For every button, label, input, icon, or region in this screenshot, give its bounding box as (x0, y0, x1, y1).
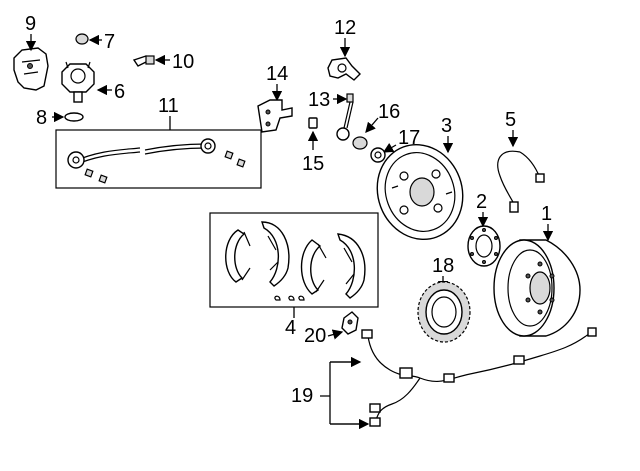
part-12-adjuster-lever[interactable] (327, 57, 361, 81)
part-20-sensor-bracket[interactable] (341, 311, 359, 335)
callout-6: 6 (114, 81, 125, 103)
part-17-retainer[interactable] (370, 147, 386, 163)
part-6-wheel-cylinder[interactable] (61, 61, 95, 103)
part-10-bleeder-screw[interactable] (132, 55, 155, 67)
part-15-pin[interactable] (308, 117, 318, 129)
callout-7: 7 (104, 31, 115, 53)
part-7-cap[interactable] (75, 33, 89, 45)
callout-2: 2 (476, 191, 487, 213)
callout-20: 20 (304, 325, 326, 347)
callout-10: 10 (172, 51, 194, 73)
callout-8: 8 (36, 107, 47, 129)
part-14-bracket[interactable] (257, 99, 293, 133)
callout-9: 9 (25, 13, 36, 35)
part-1-brake-drum[interactable] (493, 239, 581, 337)
callout-14: 14 (266, 63, 288, 85)
part-8-o-ring[interactable] (64, 112, 84, 122)
callout-18: 18 (432, 255, 454, 277)
part-4-brake-shoe-set[interactable] (209, 212, 379, 308)
callout-17: 17 (398, 127, 420, 149)
part-11-brake-line-kit[interactable] (55, 129, 262, 189)
part-13-cable-rod[interactable] (336, 93, 354, 141)
part-3-backing-plate[interactable] (364, 133, 476, 252)
part-18-tone-ring[interactable] (417, 281, 471, 343)
callout-12: 12 (334, 17, 356, 39)
callout-3: 3 (441, 115, 452, 137)
part-19-abs-sensor-harness[interactable] (361, 327, 597, 427)
callout-13: 13 (308, 89, 330, 111)
callout-15: 15 (302, 153, 324, 175)
callout-16: 16 (378, 101, 400, 123)
part-16-spring[interactable] (352, 136, 368, 150)
callout-4: 4 (285, 317, 296, 339)
callout-5: 5 (505, 109, 516, 131)
part-2-gasket[interactable] (467, 225, 501, 267)
callout-19: 19 (291, 385, 313, 407)
callout-11: 11 (158, 95, 179, 117)
part-5-brake-hose[interactable] (497, 150, 545, 213)
part-9-bracket[interactable] (13, 47, 49, 91)
callout-1: 1 (541, 203, 552, 225)
